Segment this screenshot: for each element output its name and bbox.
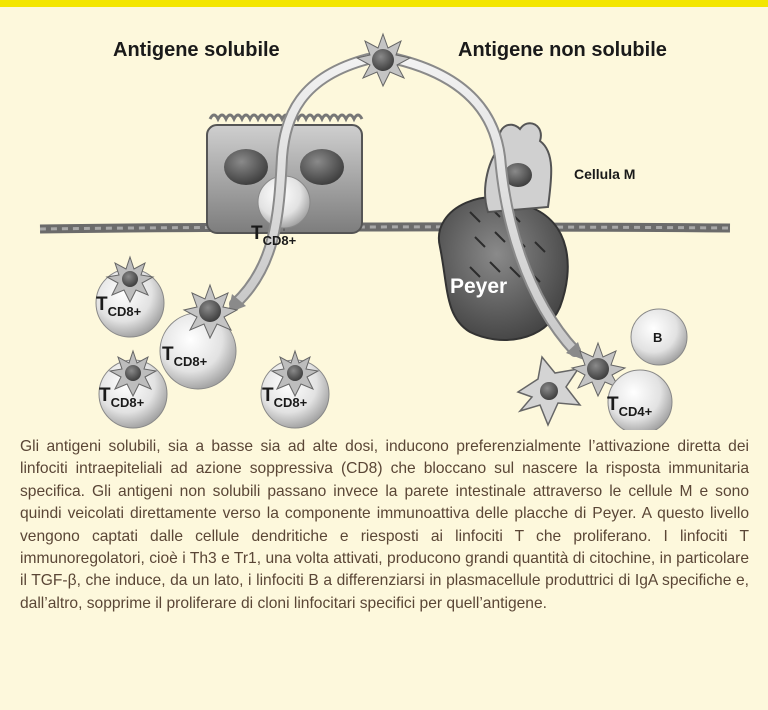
dendritic-cell xyxy=(518,357,580,425)
b-cell: B xyxy=(631,309,687,365)
non-soluble-antigen-label: Antigene non solubile xyxy=(458,39,667,61)
immune-diagram: Peyer Cellula M xyxy=(0,7,768,430)
intestinal-membrane xyxy=(40,227,730,229)
svg-text:B: B xyxy=(653,330,662,345)
top-accent-bar xyxy=(0,0,768,7)
t-cell-cd8: TCD8+ xyxy=(261,351,329,428)
peyer-label: Peyer xyxy=(450,275,507,298)
t-cell-cd8: TCD8+ xyxy=(99,351,167,428)
t-cell-cd8: TCD8+ xyxy=(96,257,164,337)
m-cell-label: Cellula M xyxy=(574,166,635,182)
soluble-antigen-label: Antigene solubile xyxy=(113,39,280,61)
t-cell-cd4: TCD4+ xyxy=(607,370,672,430)
antigen-icon xyxy=(357,34,410,86)
caption-text: Gli antigeni solubili, sia a basse sia a… xyxy=(20,436,749,615)
t-cell-cd8-activated: TCD8+ xyxy=(160,285,237,389)
